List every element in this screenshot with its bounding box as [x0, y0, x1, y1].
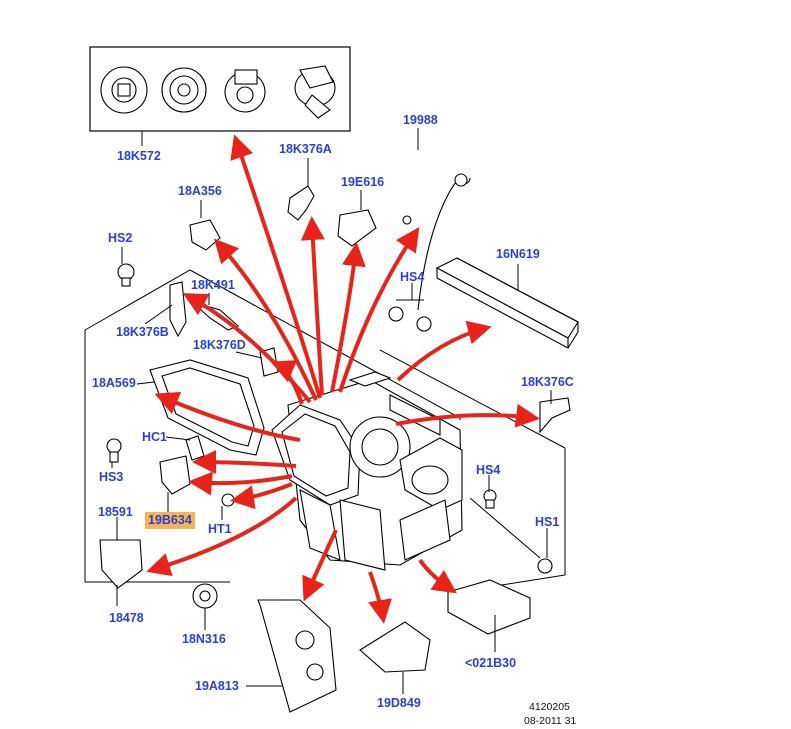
- label-18478[interactable]: 18478: [109, 611, 144, 625]
- label-18A569[interactable]: 18A569: [92, 376, 136, 390]
- label-HS2[interactable]: HS2: [108, 231, 133, 245]
- label-021B30[interactable]: <021B30: [465, 656, 517, 670]
- diagram-code: 4120205: [529, 701, 570, 713]
- label-19B634-highlighted[interactable]: 19B634: [145, 512, 195, 529]
- label-HC1[interactable]: HC1: [142, 430, 168, 444]
- label-19A813[interactable]: 19A813: [195, 679, 239, 693]
- label-18K491[interactable]: 18K491: [191, 278, 235, 292]
- label-18N316[interactable]: 18N316: [182, 632, 226, 646]
- label-HS4-right[interactable]: HS4: [476, 463, 501, 477]
- label-16N619[interactable]: 16N619: [496, 247, 540, 261]
- label-19E616[interactable]: 19E616: [341, 175, 385, 189]
- diagram-date: 08-2011 31: [524, 715, 577, 727]
- label-HS3[interactable]: HS3: [99, 470, 124, 484]
- gear-parts[interactable]: [100, 65, 336, 119]
- label-18591[interactable]: 18591: [98, 505, 133, 519]
- label-18K376A[interactable]: 18K376A: [279, 142, 332, 156]
- gear-inset-box: [89, 46, 351, 132]
- leader-lines: [111, 128, 552, 694]
- cabin-filter[interactable]: [435, 257, 579, 349]
- label-HS4-top[interactable]: HS4: [400, 270, 425, 284]
- label-19D849[interactable]: 19D849: [377, 696, 421, 710]
- label-18K376D[interactable]: 18K376D: [193, 338, 246, 352]
- heater-assembly[interactable]: [271, 371, 463, 571]
- label-18K376B[interactable]: 18K376B: [116, 325, 169, 339]
- label-18A356[interactable]: 18A356: [178, 184, 222, 198]
- label-HS1[interactable]: HS1: [535, 515, 560, 529]
- small-parts[interactable]: [99, 173, 571, 713]
- label-19988[interactable]: 19988: [403, 113, 438, 127]
- red-arrows: [146, 134, 540, 624]
- label-18K572[interactable]: 18K572: [117, 149, 161, 163]
- label-HT1[interactable]: HT1: [208, 522, 232, 536]
- label-18K376C[interactable]: 18K376C: [521, 375, 574, 389]
